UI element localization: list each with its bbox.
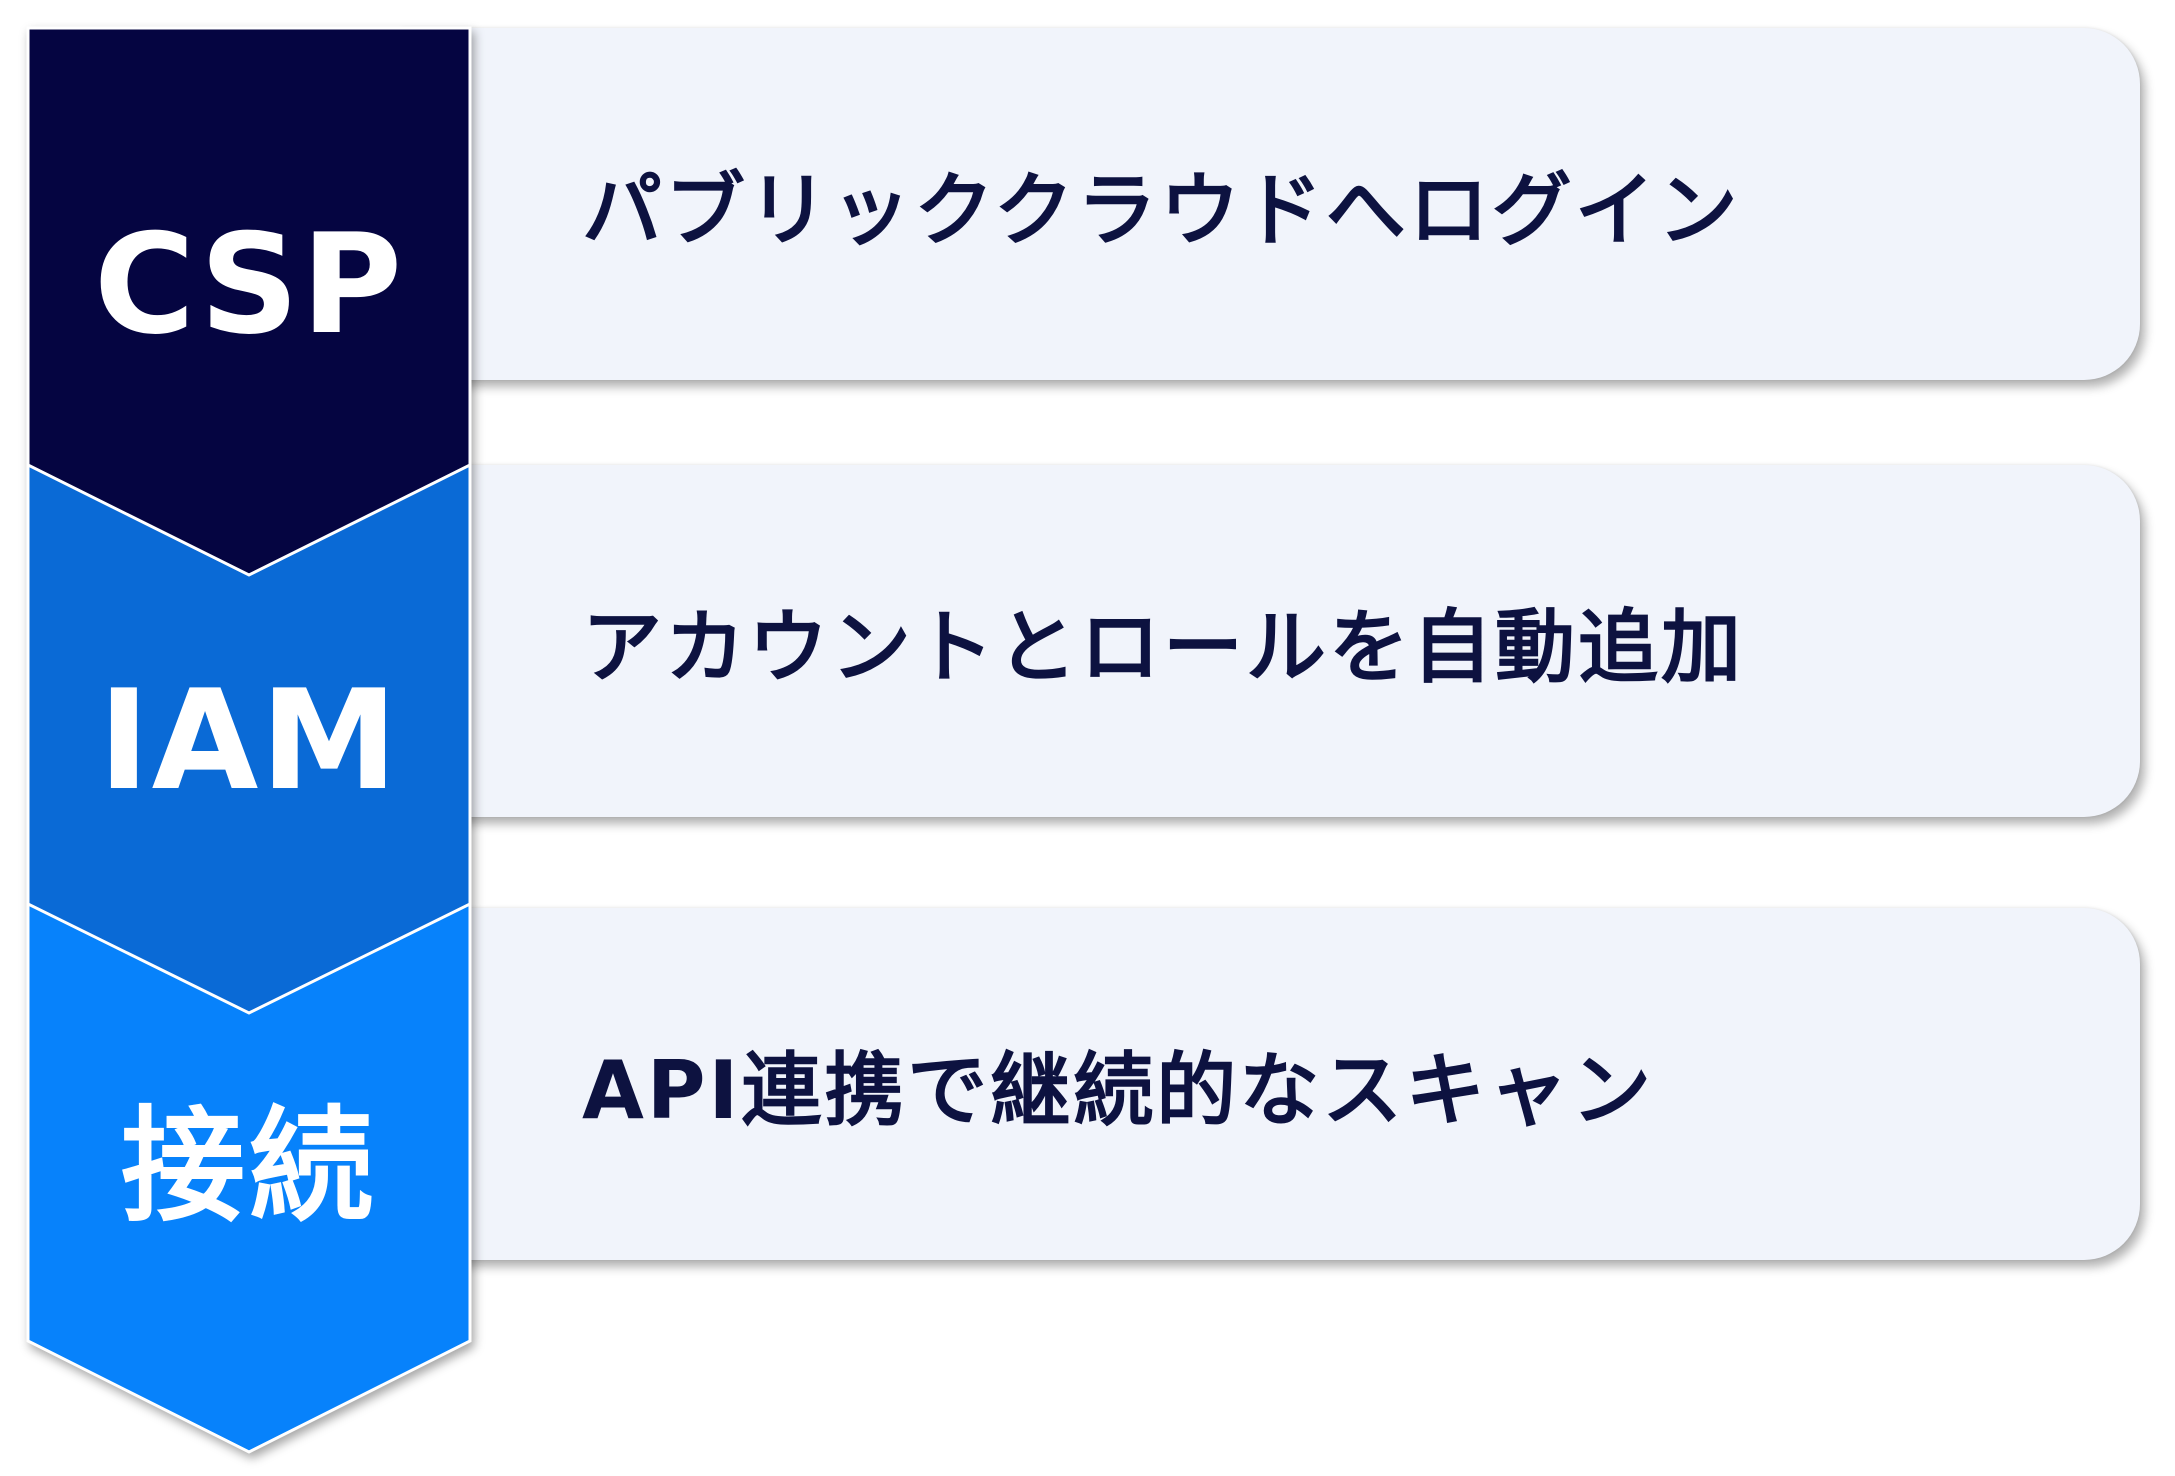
step-card-connect: API連携で継続的なスキャン — [400, 908, 2140, 1260]
step-label-iam: IAM — [98, 660, 400, 821]
chevron-step-csp — [26, 26, 472, 577]
step-description-iam: アカウントとロールを自動追加 — [582, 601, 1744, 694]
chevron-column — [0, 0, 480, 1476]
step-description-csp: パブリッククラウドへログイン — [582, 164, 1741, 257]
step-label-csp: CSP — [93, 204, 405, 365]
step-description-connect: API連携で継続的なスキャン — [582, 1044, 1655, 1137]
step-card-iam: アカウントとロールを自動追加 — [400, 465, 2140, 817]
chevron-column-shapes — [26, 26, 472, 1454]
step-card-csp: パブリッククラウドへログイン — [400, 28, 2140, 380]
step-label-connect: 接続 — [120, 1095, 377, 1239]
